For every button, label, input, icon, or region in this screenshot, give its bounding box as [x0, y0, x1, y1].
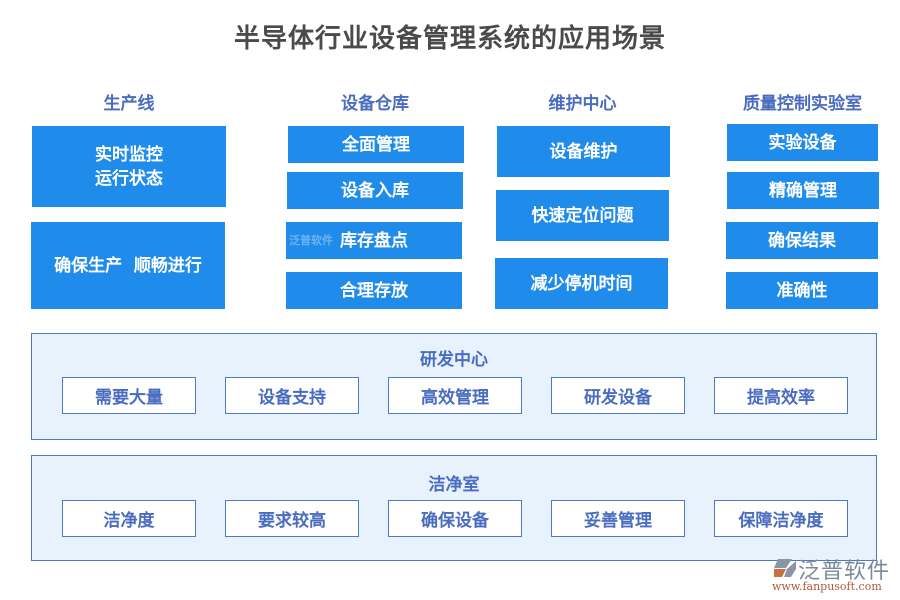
- maintenance-item[interactable]: 减少停机时间: [495, 258, 668, 309]
- item-label: 精确管理: [769, 180, 837, 201]
- brand-logo: 泛普软件 www.fanpusoft.com: [772, 555, 892, 595]
- item-label: 全面管理: [342, 134, 410, 155]
- item-line: 实时监控: [95, 144, 163, 165]
- item-label: 确保结果: [768, 230, 836, 251]
- rd-center-item[interactable]: 高效管理: [388, 377, 522, 414]
- qc-lab-item[interactable]: 准确性: [726, 272, 878, 309]
- production-line-item[interactable]: 确保生产 顺畅进行: [31, 222, 225, 309]
- cleanroom-item[interactable]: 确保设备: [388, 500, 522, 537]
- cleanroom-item[interactable]: 要求较高: [225, 500, 359, 537]
- warehouse-item[interactable]: 库存盘点: [286, 222, 462, 259]
- cleanroom-item[interactable]: 洁净度: [62, 500, 196, 537]
- watermark-text: 泛普软件: [289, 234, 333, 247]
- item-label: 库存盘点: [340, 230, 408, 251]
- cleanroom-item[interactable]: 妥善管理: [551, 500, 685, 537]
- panel-heading-cleanroom: 洁净室: [428, 475, 480, 495]
- qc-lab-item[interactable]: 确保结果: [726, 222, 878, 259]
- rd-center-item[interactable]: 需要大量: [62, 377, 196, 414]
- rd-center-item[interactable]: 提高效率: [714, 377, 848, 414]
- item-label: 准确性: [776, 280, 828, 301]
- qc-lab-item[interactable]: 精确管理: [727, 172, 879, 209]
- cleanroom-panel: 洁净室 洁净度 要求较高 确保设备 妥善管理 保障洁净度: [31, 455, 877, 561]
- item-label: 设备维护: [549, 141, 618, 162]
- warehouse-item[interactable]: 设备入库: [287, 172, 463, 209]
- warehouse-item[interactable]: 全面管理: [288, 126, 464, 163]
- production-line-item[interactable]: 实时监控 运行状态: [32, 126, 226, 207]
- item-label: 快速定位问题: [531, 205, 634, 226]
- item-line: 运行状态: [95, 168, 163, 189]
- fanpu-logo-icon: [774, 559, 796, 577]
- rd-center-item[interactable]: 研发设备: [551, 377, 685, 414]
- maintenance-item[interactable]: 设备维护: [497, 126, 670, 177]
- item-label: 合理存放: [340, 280, 408, 301]
- diagram-title: 半导体行业设备管理系统的应用场景: [233, 24, 666, 54]
- item-line: 确保生产 顺畅进行: [54, 255, 202, 276]
- logo-url: www.fanpusoft.com: [772, 580, 882, 593]
- panel-heading-rd-center: 研发中心: [420, 350, 488, 370]
- item-label: 减少停机时间: [530, 273, 633, 294]
- maintenance-item[interactable]: 快速定位问题: [496, 190, 669, 241]
- column-heading-qc-lab: 质量控制实验室: [743, 94, 862, 114]
- logo-name: 泛普软件: [798, 559, 891, 584]
- column-heading-production-line: 生产线: [103, 94, 155, 114]
- column-heading-maintenance-center: 维护中心: [548, 94, 617, 114]
- column-heading-equipment-warehouse: 设备仓库: [341, 94, 409, 114]
- qc-lab-item[interactable]: 实验设备: [727, 124, 878, 161]
- rd-center-panel: 研发中心 需要大量 设备支持 高效管理 研发设备 提高效率: [31, 333, 877, 440]
- warehouse-item[interactable]: 合理存放: [286, 272, 462, 309]
- cleanroom-item[interactable]: 保障洁净度: [714, 500, 848, 537]
- rd-center-item[interactable]: 设备支持: [225, 377, 359, 414]
- item-label: 实验设备: [768, 132, 837, 153]
- item-label: 设备入库: [341, 180, 409, 201]
